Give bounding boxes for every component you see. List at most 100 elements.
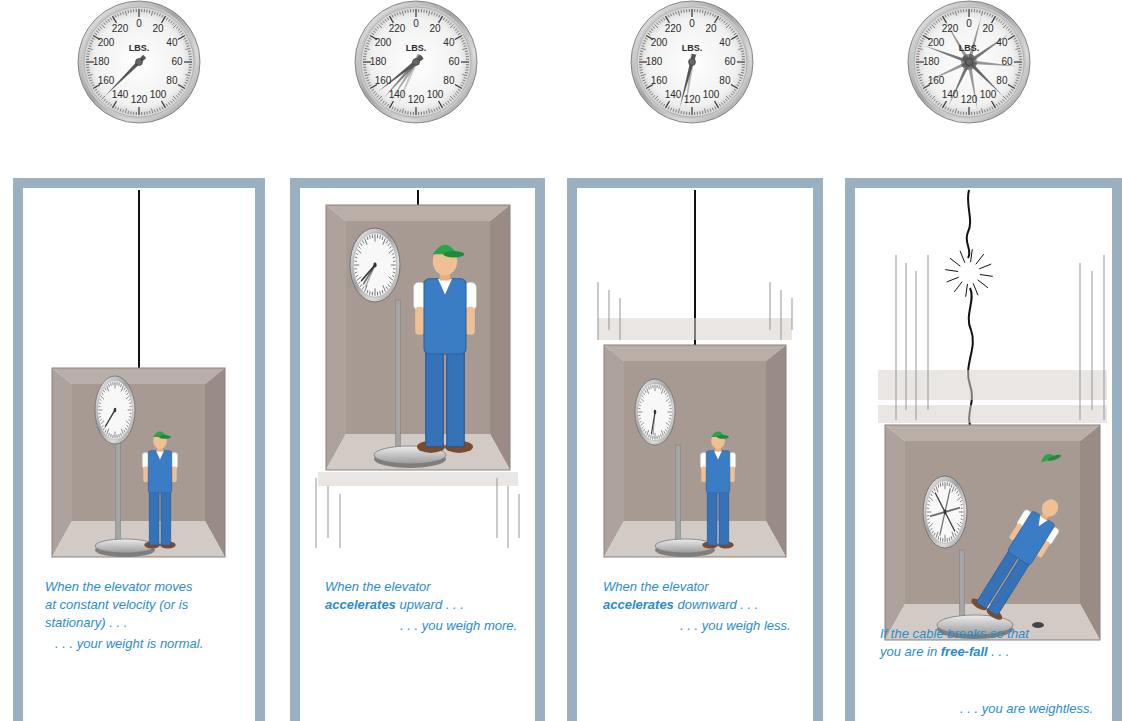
dial-tick [127,111,129,114]
car-ceiling [326,205,510,221]
dial-tick [723,101,725,103]
scale-dial-tick [115,432,116,439]
dial-tick [462,48,467,49]
dial-tick [458,33,461,35]
dial-tick [447,21,449,23]
scale-dial-tick [393,268,395,269]
scale-dial-tick [643,393,644,395]
dial-tick [643,43,646,44]
dial-tick [741,53,744,54]
dial-tick [449,99,451,101]
scale-dial-rim [350,228,400,302]
dial-tick [410,9,411,12]
dial-tick [181,89,184,91]
caption-word: that [1007,626,1029,641]
dial-tick [431,12,433,15]
dial-number: 160 [93,75,119,87]
dial-tick [1015,48,1020,49]
dial-tick [368,40,371,41]
dial-bezel [635,5,749,119]
scale-dial-tick [936,532,938,538]
floor-spot [1032,622,1044,628]
dial-tick [463,43,466,44]
elevator-panel: When the elevator accelerates downward .… [567,178,823,721]
dial-tick [734,89,737,91]
dial-tick [136,112,137,115]
dial-tick [149,10,151,13]
dial-tick [462,74,467,75]
dial-tick [673,109,674,112]
dial-tick [639,64,642,65]
scale-dial-tick [112,382,113,385]
scale-dial-tick [130,406,132,407]
man-figure [142,431,177,548]
motion-blur [878,370,1107,400]
scale-dial-tick [389,277,393,281]
dial-tick [465,72,468,74]
dial-tick [431,110,433,113]
dial-tick [916,56,919,57]
scale-dial-tick [372,234,373,238]
spark-line [980,275,993,277]
dial-tick [710,109,711,112]
dial-tick [188,69,191,70]
scale-dial-tick [656,436,657,439]
motion-line [339,494,340,548]
car-left-wall [885,425,905,640]
dial-tick [1008,85,1015,89]
scale-dial-tick [961,518,963,520]
caption: If the cable breaks so that you are in f… [880,625,1042,661]
scale-dial-tick [960,501,962,502]
dial-bezel [912,5,1026,119]
scale-dial-needle [105,410,115,427]
caption-word: the [641,579,659,594]
scale-dial-tick [957,497,961,501]
dial-number: 40 [712,37,738,49]
scale-dial-tick [116,382,117,385]
dial-tick [726,96,730,100]
dial-tick [917,53,920,54]
scale-dial-tick [656,385,657,388]
motion-blur [318,472,518,486]
dial-tick [984,110,986,113]
scale-dial-tick [647,388,649,394]
dial-tick [1019,56,1022,57]
dial-tick [407,10,408,13]
dial-tick [1016,80,1019,81]
dial-tick [462,82,465,83]
scale-dial-tick [640,401,642,402]
scale-dial-tick [375,288,376,295]
jeans-leg [447,347,465,447]
dial-tick [640,69,643,70]
weight-dial: 020406080100120140160180200220LBS. [354,0,478,124]
dial-tick [1008,93,1010,95]
scale-dial-tick [362,241,364,244]
scale-dial-tick [98,406,100,407]
dial-tick [168,102,170,104]
vest [424,279,466,354]
dial-tick [1018,72,1021,74]
dial-tick [151,108,152,113]
caption-word: breaks [947,626,986,641]
dial-number: 120 [126,94,152,106]
scale-dial-tick [358,282,360,284]
dial-tick [379,25,383,29]
dial-tick [122,110,124,113]
dial-number: 220 [384,23,410,35]
dial-tick [1006,95,1008,97]
dial-tick [383,101,385,103]
scale-dial-tick [927,512,931,513]
dial-tick [670,108,671,111]
dial-tick [1000,21,1002,23]
scale-dial-tick [660,387,662,390]
motion-line [315,478,316,548]
dial-tick [998,19,1000,21]
dial-tick [666,101,670,108]
dial-number: 200 [646,37,672,49]
scale-dial-tick [930,528,932,530]
scale-dial-tick [955,533,956,536]
scale-dial-tick [650,385,652,388]
dial-tick [640,72,643,74]
scale-dial-tick [669,404,671,406]
dial-tick [715,107,716,110]
